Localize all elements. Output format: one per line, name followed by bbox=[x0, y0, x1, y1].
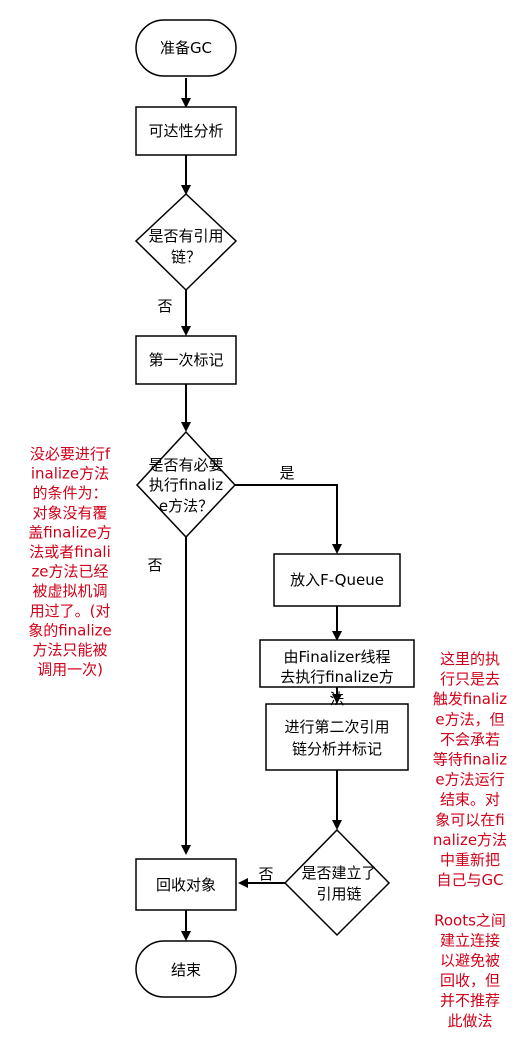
has-ref-chain-label-2: 链？ bbox=[171, 248, 201, 266]
need-finalize-label-1: 是否有必要 bbox=[148, 456, 223, 474]
left-note-line: 方法只能被 bbox=[32, 641, 107, 659]
left-note-line: 象的finalize bbox=[28, 621, 112, 639]
edge-label-need-no: 否 bbox=[147, 556, 162, 574]
right-note-line: 象可以在fi bbox=[435, 811, 504, 829]
need-finalize-label-3: e方法？ bbox=[159, 497, 213, 515]
start-node bbox=[135, 19, 237, 77]
f-queue-node bbox=[273, 553, 401, 607]
reclaim-node bbox=[135, 858, 237, 911]
second-mark-label-2: 链分析并标记 bbox=[292, 740, 382, 758]
right-note-line: e方法，但 bbox=[435, 710, 504, 728]
left-note-line: 没必要进行f bbox=[30, 445, 111, 463]
second-mark-node bbox=[265, 703, 409, 771]
ref-chain-built-label-2: 引用链 bbox=[316, 885, 361, 903]
finalizer-thread-label-2: 去执行finalize方 bbox=[280, 668, 394, 686]
right-note-line: 这里的执 bbox=[440, 650, 500, 668]
left-note-line: 被虚拟机调 bbox=[32, 582, 107, 600]
need-finalize-decision bbox=[135, 430, 237, 539]
edge-label-built-no: 否 bbox=[258, 865, 273, 883]
right-note-line: 结束。对 bbox=[440, 791, 500, 809]
right-note-line: Roots之间 bbox=[434, 911, 506, 929]
right-note-line: 回收，但 bbox=[440, 972, 500, 990]
start-label: 准备GC bbox=[160, 39, 212, 57]
right-note-line: 以避免被 bbox=[440, 952, 500, 970]
left-note-line: 用过了。(对 bbox=[30, 602, 111, 620]
ref-chain-built-decision bbox=[283, 828, 391, 937]
edge-label-need-yes: 是 bbox=[279, 464, 294, 482]
right-note-line: 中重新把 bbox=[440, 851, 500, 869]
ref-chain-built-label-1: 是否建立了 bbox=[301, 864, 376, 882]
f-queue-label: 放入F-Queue bbox=[290, 571, 384, 589]
right-note-line: nalize方法 bbox=[433, 831, 507, 849]
edge-label-no-ref-chain: 否 bbox=[157, 297, 172, 315]
right-note-line: 行只是去 bbox=[440, 670, 500, 688]
left-note-line: 调用一次) bbox=[37, 661, 103, 679]
first-mark-node bbox=[135, 335, 237, 385]
reachability-label: 可达性分析 bbox=[148, 122, 223, 140]
finalizer-thread-node bbox=[259, 639, 415, 688]
right-note-line: 建立连接 bbox=[440, 931, 500, 949]
left-note-line: inalize方法 bbox=[31, 465, 109, 483]
end-node bbox=[135, 940, 237, 998]
finalizer-thread-label-1: 由Finalizer线程 bbox=[283, 648, 390, 666]
left-note-line: 法或者finali bbox=[29, 543, 110, 561]
right-note-line: 触发finaliz bbox=[433, 690, 507, 708]
has-ref-chain-decision bbox=[134, 192, 238, 292]
right-note-line: e方法运行 bbox=[435, 771, 504, 789]
left-note-line: ze方法已经 bbox=[31, 563, 108, 581]
left-note-line: 的条件为： bbox=[32, 484, 107, 502]
right-note-line: 等待finaliz bbox=[433, 751, 507, 769]
second-mark-label-1: 进行第二次引用 bbox=[284, 718, 389, 736]
first-mark-label: 第一次标记 bbox=[148, 351, 223, 369]
need-finalize-label-2: 执行finaliz bbox=[149, 476, 223, 494]
edge-need-yes-fqueue bbox=[235, 484, 342, 554]
right-note-line: 此做法 bbox=[447, 1012, 492, 1030]
has-ref-chain-label-1: 是否有引用 bbox=[148, 227, 223, 245]
reclaim-label: 回收对象 bbox=[156, 876, 216, 894]
reachability-node bbox=[135, 106, 237, 156]
finalizer-thread-label-3: 法 bbox=[329, 690, 344, 708]
right-note-line: 并不推荐 bbox=[440, 992, 500, 1010]
left-note-line: 对象没有覆 bbox=[32, 504, 107, 522]
left-note-line: 盖finalize方 bbox=[28, 523, 112, 541]
right-note-line: 不会承若 bbox=[440, 730, 500, 748]
end-label: 结束 bbox=[171, 961, 201, 979]
right-note-line: 自己与GC bbox=[436, 871, 503, 889]
